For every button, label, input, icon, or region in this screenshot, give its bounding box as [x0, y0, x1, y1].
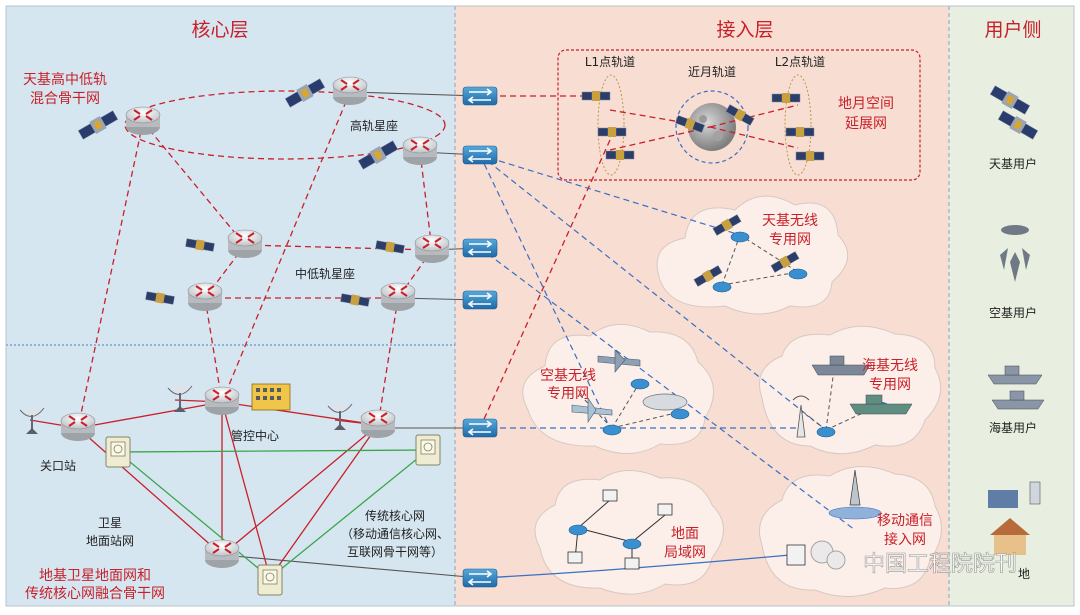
traditional-core-label-1: 传统核心网 [365, 508, 425, 523]
space-backbone-label-1: 天基高中低轨 [23, 71, 107, 88]
clouds [522, 195, 942, 598]
airplane-icon [571, 397, 613, 423]
gateway-label: 关口站 [40, 459, 76, 473]
small-router [568, 524, 588, 536]
ship-icon [811, 355, 871, 376]
small-router [816, 426, 836, 438]
watermark-text: 中国工程院院刊 [863, 552, 1017, 577]
control-center-label: 管控中心 [231, 428, 279, 443]
ground-lan-label-1: 地面 [671, 526, 699, 542]
lunar-orbit-label: 近月轨道 [688, 65, 736, 79]
watermark: 中国工程院院刊 [810, 540, 1017, 577]
router-low-2 [380, 282, 416, 312]
ground-user-label-partial: 地 [1018, 567, 1030, 581]
sea-user-label: 海基用户 [989, 420, 1037, 435]
ground-station-label-2: 地面站网 [86, 534, 134, 548]
small-router [630, 378, 650, 390]
section-title-access: 接入层 [716, 19, 773, 41]
router-ground-right [360, 409, 396, 439]
satellite-icon [785, 126, 815, 138]
earth-moon-box [557, 49, 921, 181]
earth-moon-label-2: 延展网 [845, 116, 887, 132]
space-wireless-label-1: 天基无线 [762, 212, 818, 229]
computer-icon [567, 489, 673, 570]
earth-moon-label-1: 地月空间 [838, 96, 894, 112]
sea-wireless-label-1: 海基无线 [862, 357, 918, 374]
switch-3 [462, 238, 498, 258]
satellite-icon [597, 126, 627, 138]
cloud-air-wireless [522, 323, 714, 455]
control-center-building-icon [251, 383, 291, 411]
small-router [622, 538, 642, 550]
traditional-core-label-3: 互联网骨干网等） [347, 545, 443, 559]
mid-low-orbit-label: 中低轨星座 [295, 266, 355, 281]
sea-wireless-label-2: 专用网 [869, 377, 911, 393]
l2-orbit-label: L2点轨道 [775, 55, 825, 69]
ground-lan-label-2: 局域网 [664, 545, 706, 561]
air-wireless-label-1: 空基无线 [540, 367, 596, 384]
router-high-2 [332, 76, 368, 106]
router-control [204, 386, 240, 416]
ground-backbone-label-1: 地基卫星地面网和 [39, 567, 151, 584]
mobile-access-label-1: 移动通信 [877, 513, 933, 529]
satellite-icon [771, 92, 801, 104]
switch-4 [462, 290, 498, 310]
cell-tower-icon [828, 469, 882, 520]
ground-station-icon [415, 434, 441, 466]
ground-station-icon [105, 436, 131, 468]
small-router [730, 231, 750, 243]
router-high-1 [125, 106, 161, 136]
l1-orbit-label: L1点轨道 [585, 55, 635, 69]
cloud-sea-wireless [759, 325, 942, 455]
phone-icon [786, 544, 806, 566]
router-mid-2 [414, 234, 450, 264]
ground-station-icon [257, 564, 283, 596]
small-router [712, 281, 732, 293]
ground-terminal-icon [988, 481, 1041, 555]
switch-2 [462, 145, 498, 165]
router-high-3 [402, 136, 438, 166]
switch-6 [462, 568, 498, 588]
ground-backbone-label-2: 传统核心网融合骨干网 [25, 586, 165, 602]
router-core-bottom [204, 539, 240, 569]
high-orbit-label: 高轨星座 [350, 118, 398, 133]
cloud-space-wireless [656, 195, 848, 315]
router-mid-1 [227, 229, 263, 259]
router-low-1 [187, 282, 223, 312]
antenna-tower-icon [792, 395, 810, 438]
section-title-user: 用户侧 [984, 19, 1041, 41]
switch-5 [462, 418, 498, 438]
satellite-icon [581, 90, 611, 102]
traditional-core-label-2: （移动通信核心网、 [341, 527, 449, 541]
router-gateway [60, 412, 96, 442]
small-router [602, 424, 622, 436]
aircraft-icon [1000, 225, 1030, 282]
ship-icon [849, 394, 913, 415]
ship-icon [987, 365, 1045, 410]
space-backbone-label-2: 混合骨干网 [30, 91, 100, 107]
airship-icon [642, 393, 688, 411]
ground-station-label-1: 卫星 [98, 516, 122, 530]
mobile-access-label-2: 接入网 [884, 531, 926, 548]
space-wireless-label-2: 专用网 [769, 232, 811, 248]
small-router [670, 408, 690, 420]
small-router [788, 268, 808, 280]
airplane-icon [597, 349, 641, 373]
air-user-label: 空基用户 [989, 305, 1037, 320]
air-wireless-label-2: 专用网 [547, 386, 589, 402]
section-title-core: 核心层 [191, 19, 248, 41]
switch-1 [462, 86, 498, 106]
space-user-label: 天基用户 [989, 156, 1037, 171]
satellite-icon [605, 149, 635, 161]
satellite-icon [795, 150, 825, 162]
core-layer-panel [6, 6, 455, 606]
